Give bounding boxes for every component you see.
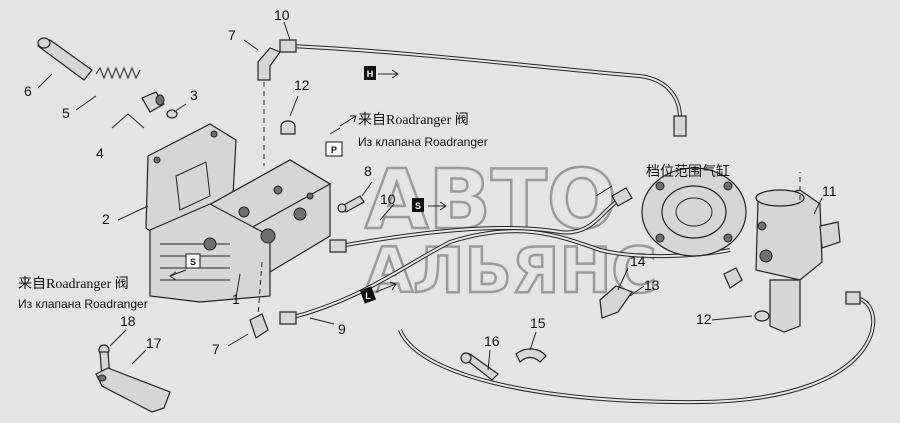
label-from-valve-ru-top: Из клапана Roadranger (358, 135, 488, 149)
leader-lines (37, 21, 823, 371)
tag-h: H (364, 66, 376, 80)
valve-11 (755, 189, 841, 333)
plunger-part (36, 37, 93, 81)
label-from-valve-cn-left: 来自Roadranger 阀 (18, 276, 129, 292)
svg-text:L: L (365, 291, 371, 301)
dashed-guide-1 (257, 261, 263, 317)
svg-text:S: S (415, 201, 421, 211)
arrow-h (378, 69, 399, 79)
tag-s-left: S (185, 253, 201, 269)
range-cylinder (641, 167, 747, 257)
arrow-s-left (169, 269, 187, 281)
callout-7-top: 7 (228, 27, 236, 43)
callout-1: 1 (232, 291, 240, 307)
callout-8: 8 (364, 163, 372, 179)
svg-text:H: H (367, 69, 374, 79)
callout-16: 16 (484, 333, 500, 349)
tag-l: L (359, 286, 377, 304)
callout-13: 13 (644, 277, 660, 293)
lever-17 (95, 367, 171, 413)
elbow-fitting-top (257, 47, 281, 81)
callout-18: 18 (120, 313, 136, 329)
callout-17: 17 (146, 335, 162, 351)
hose-10-middle (329, 187, 633, 253)
callout-12-bottom: 12 (696, 311, 712, 327)
arrow-l (375, 281, 397, 293)
fitting-nut-11 (723, 267, 743, 289)
callout-10-mid: 10 (380, 191, 396, 207)
tag-p: P (325, 141, 343, 157)
bolt-8 (337, 195, 365, 213)
plug-12-top (280, 120, 296, 135)
hose-9-lower (279, 229, 731, 325)
clamp-13 (599, 285, 633, 319)
hose-right (398, 291, 876, 405)
nut-part (141, 91, 165, 113)
callout-10-top: 10 (274, 7, 290, 23)
callout-5: 5 (62, 105, 70, 121)
arrow-from-valve-top (339, 115, 357, 127)
hose-10-top (279, 39, 687, 137)
bolt-16 (460, 352, 499, 381)
svg-text:P: P (331, 145, 337, 155)
elbow-fitting-bottom (249, 313, 269, 339)
valve-housing (149, 159, 332, 303)
spring-part (95, 66, 141, 80)
svg-text:S: S (190, 257, 196, 267)
callout-bracket-4 (111, 113, 145, 129)
tag-s-mid: S (412, 198, 424, 212)
callout-9: 9 (338, 321, 346, 337)
callout-12-top: 12 (294, 77, 310, 93)
label-from-valve-cn-top: 来自Roadranger 阀 (358, 112, 469, 128)
callout-7-bottom: 7 (212, 341, 220, 357)
callout-14: 14 (630, 253, 646, 269)
callout-3: 3 (190, 87, 198, 103)
callout-15: 15 (530, 315, 546, 331)
label-from-valve-ru-left: Из клапана Roadranger (18, 297, 148, 311)
callout-11: 11 (822, 183, 837, 199)
callout-4: 4 (96, 145, 104, 161)
clip-15 (515, 348, 547, 364)
arrow-s-mid (428, 201, 447, 211)
callout-2: 2 (102, 211, 110, 227)
callout-6: 6 (24, 83, 32, 99)
label-range-cylinder-cn: 档位范围气缸 (646, 163, 730, 180)
plug-12-bottom (754, 310, 770, 322)
